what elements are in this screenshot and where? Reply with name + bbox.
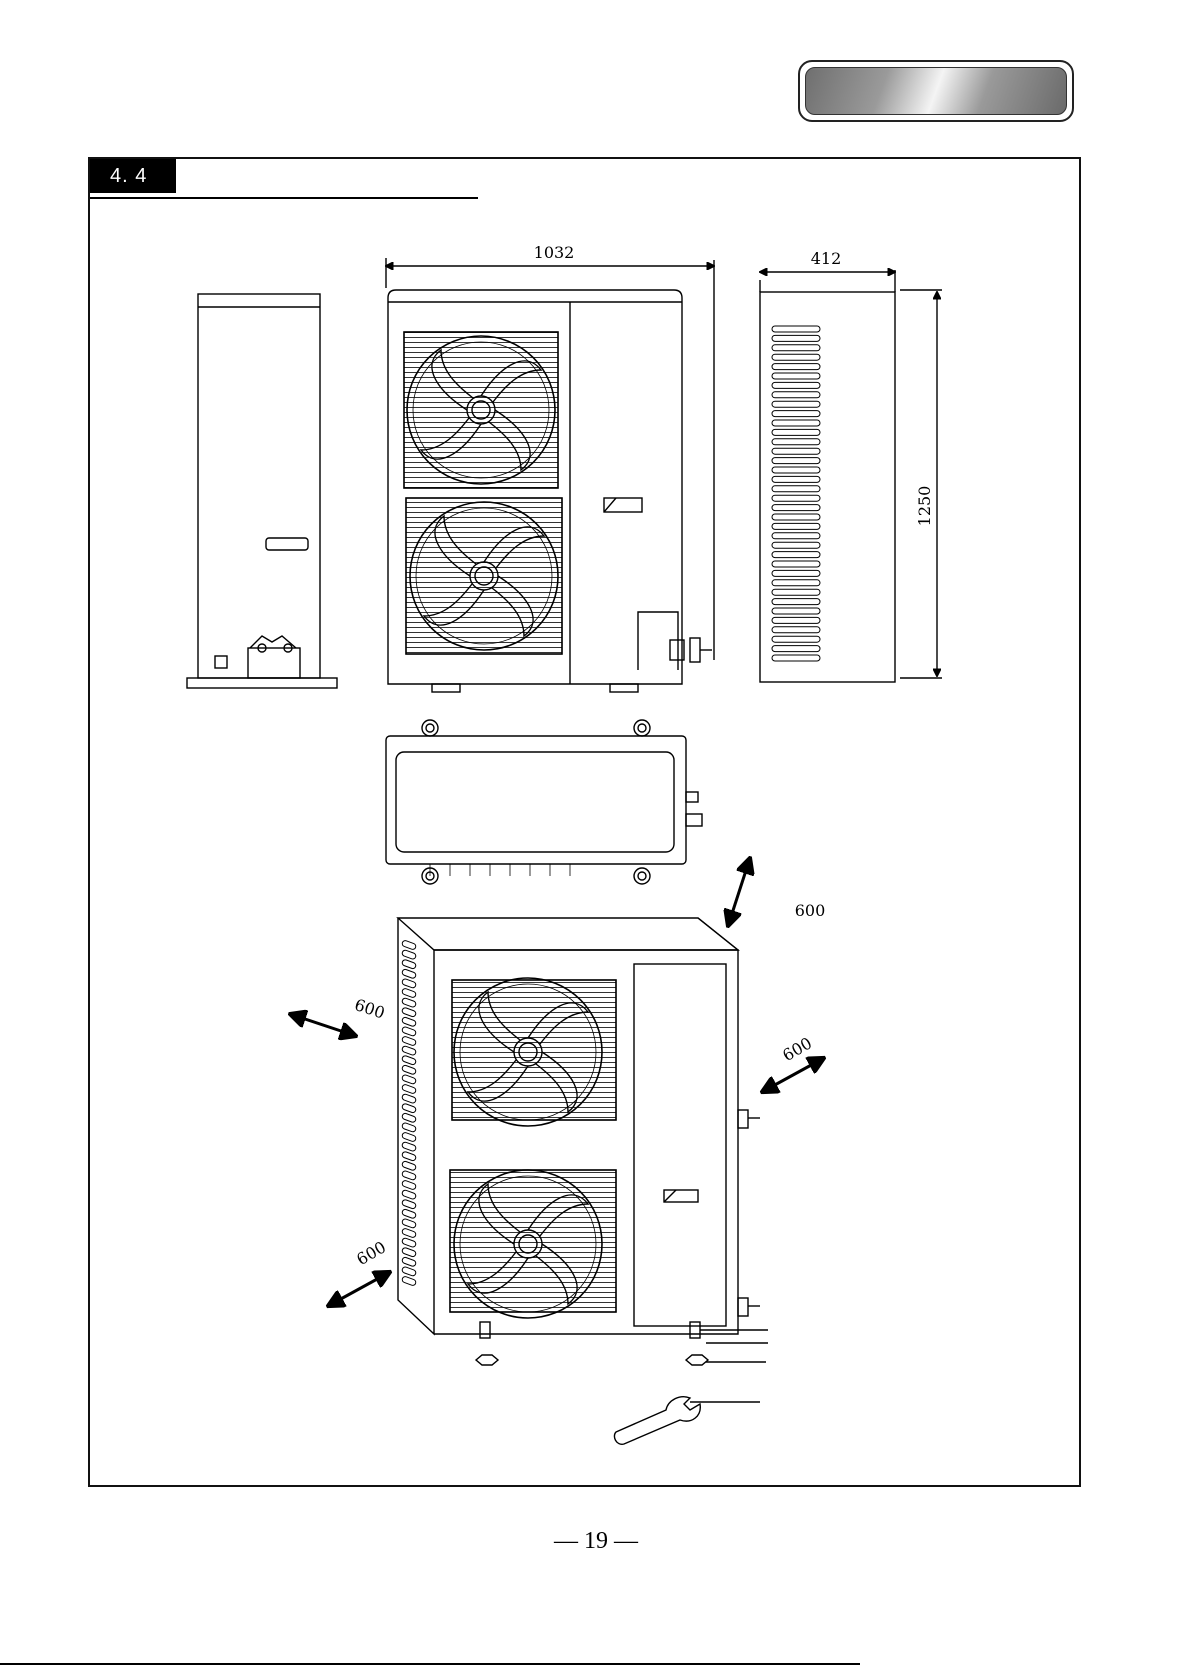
bolt-icon xyxy=(480,1322,490,1338)
vent-slot xyxy=(772,448,820,454)
vent-slot xyxy=(401,978,416,988)
vent-slot xyxy=(772,354,820,360)
vent-slot xyxy=(401,1007,416,1017)
vent-slot xyxy=(401,1141,416,1151)
vent-slot xyxy=(772,401,820,407)
vent-slot xyxy=(772,382,820,388)
vent-slot xyxy=(401,1161,416,1171)
vent-slot xyxy=(401,1122,416,1132)
vent-slot xyxy=(401,1074,416,1084)
bolt-icon xyxy=(476,1355,498,1365)
vent-slot xyxy=(401,1189,416,1199)
top-clearance: 600 xyxy=(795,901,826,920)
bolt-icon xyxy=(686,1355,708,1365)
vent-slot xyxy=(772,580,820,586)
vent-slot xyxy=(772,552,820,558)
vent-slot xyxy=(401,1036,416,1046)
vent-slot xyxy=(401,1084,416,1094)
vent-slot xyxy=(772,495,820,501)
vent-slot xyxy=(401,1103,416,1113)
vent-slot xyxy=(401,1209,416,1219)
vent-slot xyxy=(772,429,820,435)
vent-slot xyxy=(401,949,416,959)
vent-slot xyxy=(772,439,820,445)
top-view xyxy=(386,720,702,884)
rear-clearance: 600 xyxy=(353,1237,389,1269)
vent-slot xyxy=(401,969,416,979)
arrow-icon xyxy=(328,1272,390,1306)
vent-slot xyxy=(772,570,820,576)
vent-slot xyxy=(401,1218,416,1228)
arrow-icon xyxy=(762,1058,824,1092)
right-view xyxy=(760,270,942,682)
vent-slot xyxy=(772,392,820,398)
vent-slot xyxy=(772,627,820,633)
wrench-icon xyxy=(614,1397,700,1445)
vent-slot xyxy=(401,988,416,998)
width-dimension: 1032 xyxy=(534,243,575,262)
vent-slot xyxy=(401,940,416,950)
vent-slot xyxy=(401,1180,416,1190)
vent-slot xyxy=(772,476,820,482)
vent-slot xyxy=(772,608,820,614)
vent-slot xyxy=(401,997,416,1007)
vent-slot xyxy=(772,589,820,595)
bottom-rule xyxy=(0,1663,860,1665)
vent-slot xyxy=(401,1276,416,1286)
arrow-icon xyxy=(728,858,750,926)
vent-slot xyxy=(772,486,820,492)
vent-slot xyxy=(401,1237,416,1247)
vent-slot xyxy=(772,533,820,539)
vent-slot xyxy=(772,373,820,379)
right-clearance: 600 xyxy=(779,1033,815,1065)
vent-slot xyxy=(772,335,820,341)
vent-slot xyxy=(772,599,820,605)
vent-slot xyxy=(401,1113,416,1123)
page-number: — 19 — xyxy=(0,1528,1192,1555)
vent-slot xyxy=(401,1266,416,1276)
vent-slot xyxy=(772,523,820,529)
side-view xyxy=(187,294,337,688)
vent-slot xyxy=(772,411,820,417)
vent-slot xyxy=(772,646,820,652)
vent-slot xyxy=(772,561,820,567)
arrow-icon xyxy=(290,1014,356,1036)
vent-slot xyxy=(772,345,820,351)
vent-slot xyxy=(401,959,416,969)
left-clearance: 600 xyxy=(352,995,387,1023)
vent-slot xyxy=(772,326,820,332)
vent-slot xyxy=(401,1045,416,1055)
vent-slot xyxy=(401,1093,416,1103)
vent-slot xyxy=(401,1257,416,1267)
vent-slot xyxy=(401,1017,416,1027)
vent-slot xyxy=(401,1199,416,1209)
vent-slot xyxy=(401,1247,416,1257)
vent-slot xyxy=(401,1065,416,1075)
vent-slot xyxy=(772,467,820,473)
vent-slot xyxy=(401,1228,416,1238)
vent-slot xyxy=(772,364,820,370)
front-view xyxy=(386,258,714,692)
vent-slot xyxy=(772,514,820,520)
vent-slot xyxy=(401,1055,416,1065)
bolt-icon xyxy=(690,1322,700,1338)
vent-slot xyxy=(401,1026,416,1036)
vent-slot xyxy=(401,1170,416,1180)
vent-slot xyxy=(772,458,820,464)
vent-slot xyxy=(772,542,820,548)
vent-slot xyxy=(772,636,820,642)
vent-slot xyxy=(772,505,820,511)
vent-slot xyxy=(401,1151,416,1161)
vent-slot xyxy=(772,420,820,426)
isometric-view xyxy=(398,918,768,1402)
vent-slot xyxy=(401,1132,416,1142)
height-dimension: 1250 xyxy=(915,486,934,527)
vent-slot xyxy=(772,617,820,623)
vent-slot xyxy=(772,655,820,661)
depth-dimension: 412 xyxy=(811,249,842,268)
